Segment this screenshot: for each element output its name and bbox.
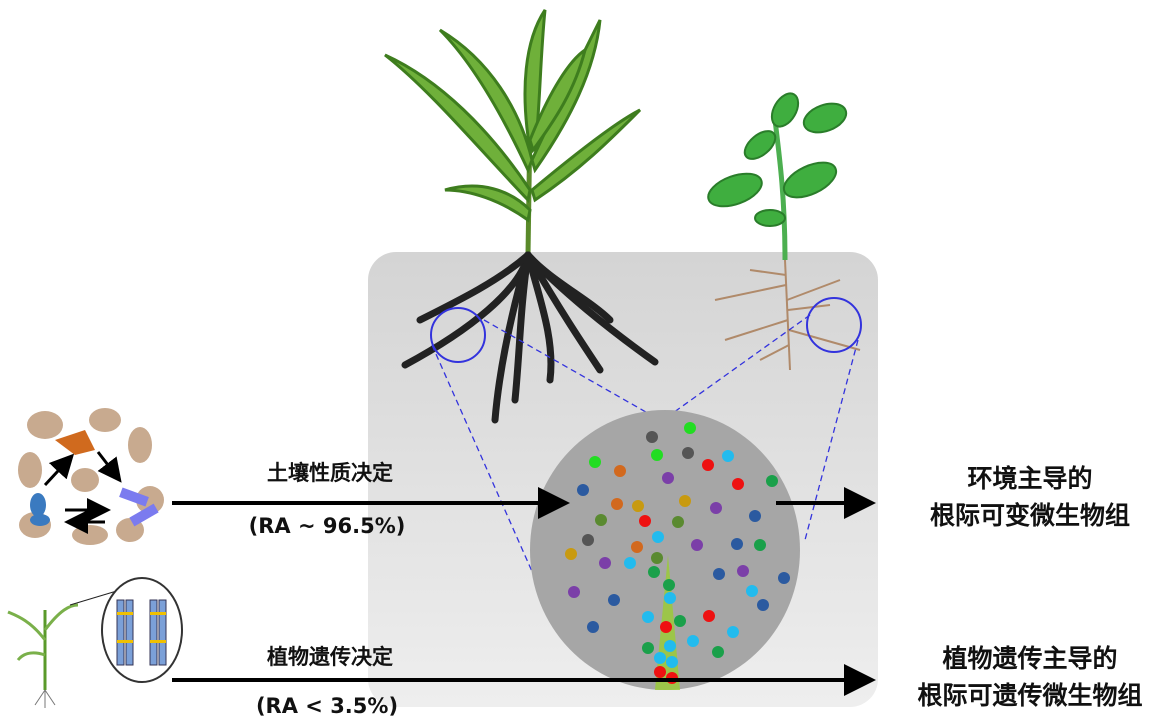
microbe-dot (642, 642, 654, 654)
microbe-dots (565, 422, 790, 684)
rhizosphere-circle (530, 410, 800, 690)
microbe-dot (565, 548, 577, 560)
env-line1: 环境主导的 (967, 464, 1093, 493)
microbe-dot (682, 447, 694, 459)
plant-genetics-label: 植物遗传决定 (267, 645, 393, 669)
microbe-dot (663, 579, 675, 591)
soil-properties-icon (18, 408, 164, 545)
microbe-dot (702, 459, 714, 471)
microbe-dot (722, 450, 734, 462)
microbe-dot (660, 621, 672, 633)
microbe-dot (648, 566, 660, 578)
microbe-dot (674, 615, 686, 627)
microbe-dot (737, 565, 749, 577)
microbe-dot (652, 531, 664, 543)
gen-line1: 植物遗传主导的 (942, 644, 1118, 673)
microbe-dot (766, 475, 778, 487)
gen-line2: 根际可遗传微生物组 (917, 681, 1143, 710)
microbe-dot (654, 666, 666, 678)
microbe-dot (631, 541, 643, 553)
microbe-dot (664, 592, 676, 604)
maize-plant (384, 9, 642, 256)
microbe-dot (778, 572, 790, 584)
soybean-plant (707, 92, 848, 261)
microbe-dot (595, 514, 607, 526)
maize-roots (401, 251, 659, 424)
microbe-dot (754, 539, 766, 551)
microbe-dot (651, 449, 663, 461)
microbe-dot (703, 610, 715, 622)
microbe-dot (611, 498, 623, 510)
microbe-dot (587, 621, 599, 633)
microbe-dot (639, 515, 651, 527)
microbe-dot (710, 502, 722, 514)
microbe-dot (687, 635, 699, 647)
microbe-dot (568, 586, 580, 598)
microbe-dot (662, 472, 674, 484)
microbe-dot (577, 484, 589, 496)
microbe-dot (632, 500, 644, 512)
microbe-dot (646, 431, 658, 443)
microbe-dot (642, 611, 654, 623)
microbe-dot (599, 557, 611, 569)
microbe-dot (732, 478, 744, 490)
env-microbiome-label: 环境主导的 根际可变微生物组 (930, 460, 1130, 534)
maize-root-zoom-circle (430, 307, 486, 363)
soil-determined-label: 土壤性质决定 (267, 461, 393, 485)
microbe-dot (608, 594, 620, 606)
microbe-dot (624, 557, 636, 569)
heritable-microbiome-label: 植物遗传主导的 根际可遗传微生物组 (917, 640, 1142, 714)
microbe-dot (727, 626, 739, 638)
zoom-lines (431, 314, 859, 586)
microbe-dot (712, 646, 724, 658)
microbe-dot (589, 456, 601, 468)
microbe-dot (691, 539, 703, 551)
microbe-dot (731, 538, 743, 550)
microbe-dot (746, 585, 758, 597)
microbe-dot (713, 568, 725, 580)
microbe-dot (614, 465, 626, 477)
plant-genetics-icon (7, 577, 183, 708)
soy-root-zoom-circle (806, 297, 862, 353)
microbe-dot (672, 516, 684, 528)
soil-ra-value: (RA ~ 96.5%) (248, 514, 406, 538)
microbe-dot (651, 552, 663, 564)
microbe-dot (582, 534, 594, 546)
env-line2: 根际可变微生物组 (929, 501, 1131, 530)
microbe-dot (654, 652, 666, 664)
microbe-dot (749, 510, 761, 522)
plant-ra-value: (RA < 3.5%) (255, 694, 399, 718)
microbe-dot (664, 640, 676, 652)
microbe-dot (757, 599, 769, 611)
microbe-dot (684, 422, 696, 434)
soybean-roots (714, 259, 861, 371)
microbe-dot (679, 495, 691, 507)
microbe-dot (666, 656, 678, 668)
